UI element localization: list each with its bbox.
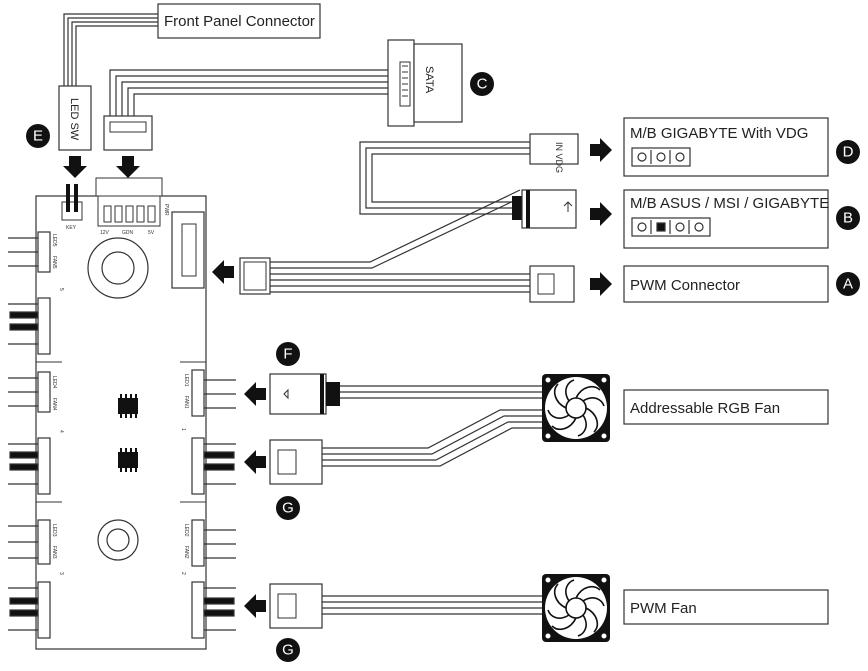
port-led4-label: LED4 [51, 376, 57, 389]
port-fan1-label: FAN1 [183, 396, 189, 409]
badge-d [836, 140, 860, 164]
pwm-connector-label: PWM Connector [630, 277, 740, 294]
pwm-connector-box [623, 265, 829, 303]
board-pwm-input [171, 211, 205, 289]
badge-f [276, 342, 300, 366]
port-3-number: 3 [58, 572, 64, 575]
pin-gdn-label: GDN [122, 230, 134, 236]
badge-a-label: A [843, 276, 853, 293]
asus-msi-gigabyte-label: M/B ASUS / MSI / GIGABYTE [630, 195, 829, 212]
arrow-g2-icon [244, 594, 266, 618]
led-sw-label: LED SW [68, 98, 80, 141]
vdg-cable [359, 141, 530, 215]
mount-hole-top [87, 237, 149, 299]
sata-connector [387, 39, 463, 127]
key-label: KEY [66, 225, 77, 231]
port-fan3-label: FAN3 [51, 546, 57, 559]
argb-input-plug [512, 189, 577, 229]
in-vdg-connector [529, 133, 579, 165]
in-vdg-label: IN VDG [554, 142, 564, 173]
arrow-d-icon [590, 138, 612, 162]
port-1-number: 1 [180, 428, 186, 431]
badge-g-2 [276, 638, 300, 662]
badge-d-label: D [843, 144, 854, 161]
arrow-pwr-icon [116, 156, 140, 178]
arrow-e-icon [63, 156, 87, 178]
argb-fan-box [623, 389, 829, 425]
badge-b [836, 206, 860, 230]
ic-chip-2 [118, 448, 138, 472]
port-fan2-label: FAN2 [183, 546, 189, 559]
pwm-input-wires [270, 189, 530, 293]
port-led2-label: LED2 [183, 524, 189, 537]
sata-label: SATA [423, 66, 435, 94]
argb-fan-pwm-plug [269, 439, 323, 485]
badge-a [836, 272, 860, 296]
led-sw-plug [58, 85, 92, 151]
sata-cable [109, 69, 388, 116]
badge-g-1-label: G [282, 500, 294, 517]
argb-pin-diagram [631, 217, 711, 237]
port-led5-label: LED5 [51, 234, 57, 247]
right-ports [191, 369, 236, 639]
pin-12v-label: 12V [100, 230, 110, 236]
port-5-number: 5 [58, 288, 64, 291]
port-2-number: 2 [180, 572, 186, 575]
pwr-header [95, 177, 163, 227]
arrow-b-icon [590, 202, 612, 226]
left-ports [8, 231, 51, 639]
front-panel-label-box [157, 3, 321, 39]
front-panel-cable [63, 13, 158, 86]
argb-fan-wires [322, 385, 544, 467]
pwr-label: PWR [163, 204, 169, 216]
vdg-pin-diagram [631, 147, 691, 167]
board-section-lines [36, 361, 206, 503]
badge-e-label: E [33, 128, 43, 145]
badge-e [26, 124, 50, 148]
pwm-fan-icon [541, 573, 611, 643]
argb-fan-label: Addressable RGB Fan [630, 400, 780, 417]
ic-chip-1 [118, 394, 138, 418]
arrow-board-pwm-icon [212, 260, 234, 284]
pwm-input-plug [239, 257, 271, 295]
sata-plug-small [103, 115, 153, 151]
badge-c [470, 72, 494, 96]
pwm-fan-plug [269, 583, 323, 629]
badge-c-label: C [477, 76, 488, 93]
key-header [61, 184, 83, 221]
port-fan4-label: FAN4 [51, 398, 57, 411]
argb-fan-icon [541, 373, 611, 443]
port-led1-label: LED1 [183, 374, 189, 387]
badge-g-2-label: G [282, 642, 294, 659]
argb-fan-plug [269, 373, 340, 415]
arrow-f-icon [244, 382, 266, 406]
port-4-number: 4 [58, 430, 64, 433]
pin-5v-label: 5V [148, 230, 155, 236]
mount-hole-bottom [97, 519, 139, 561]
port-led3-label: LED3 [51, 524, 57, 537]
badge-b-label: B [843, 210, 853, 227]
arrow-a-icon [590, 272, 612, 296]
pwm-fan-wires [322, 595, 544, 615]
arrow-g1-icon [244, 450, 266, 474]
gigabyte-vdg-label: M/B GIGABYTE With VDG [630, 125, 808, 142]
pwm-fan-label: PWM Fan [630, 600, 697, 617]
pwm-connector-plug [529, 265, 575, 303]
badge-f-label: F [283, 346, 292, 363]
badge-g-1 [276, 496, 300, 520]
pwm-fan-box [623, 589, 829, 625]
port-fan5-label: FAN5 [51, 256, 57, 269]
front-panel-label: Front Panel Connector [164, 13, 315, 30]
gigabyte-vdg-box [623, 117, 829, 177]
